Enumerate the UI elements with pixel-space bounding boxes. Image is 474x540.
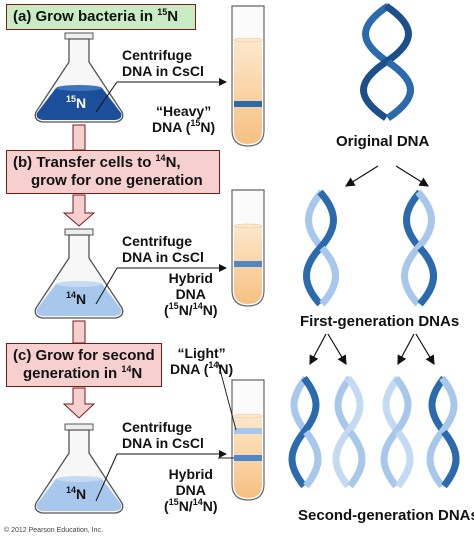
replication-arrow-2b: [327, 333, 347, 366]
second-gen-helix-2: [332, 375, 366, 489]
second-gen-helix-1: [288, 375, 322, 489]
step-c-box: (c) Grow for second generation in 14N: [6, 343, 162, 387]
copyright-text: © 2012 Pearson Education, Inc.: [4, 527, 103, 534]
step-c-label: (c) Grow for second: [13, 347, 155, 364]
flask-2-label: 14N: [66, 290, 87, 308]
second-gen-helix-4: [426, 375, 460, 489]
tube-heavy: [231, 5, 265, 147]
tube-hybrid: [231, 189, 265, 307]
transfer-arrow-2: [62, 194, 96, 227]
step-a-label: (a) Grow bacteria in: [13, 8, 158, 25]
second-gen-helix-3: [380, 375, 414, 489]
first-gen-helix-left: [303, 189, 339, 307]
centrifuge-arrow-1: [95, 78, 227, 113]
tube-second-generation: [231, 379, 265, 501]
step-a-sup: 15: [157, 7, 168, 17]
original-dna-label: Original DNA: [336, 133, 430, 150]
original-dna-helix: [360, 3, 414, 121]
replication-arrow-2d: [415, 333, 435, 366]
step-b-line2: grow for one generation: [31, 172, 203, 189]
flask-15n: [34, 32, 124, 123]
heavy-dna-label: “Heavy” DNA (15N): [152, 103, 216, 135]
first-gen-helix-right: [401, 189, 437, 307]
step-c-line2a: generation in: [23, 365, 122, 382]
step-a-rest: N: [167, 8, 179, 25]
centrifuge-arrow-2: [95, 264, 227, 305]
centrifuge-arrow-3: [95, 450, 227, 502]
light-dna-label: “Light” DNA (14N): [170, 345, 234, 377]
step-c-rest: N: [131, 365, 143, 382]
replication-arrow-right: [395, 165, 430, 187]
flask-1-label: 15N: [66, 94, 87, 112]
hybrid-dna-label-1: Hybrid DNA (15N/14N): [164, 270, 218, 318]
step-c-sup: 14: [121, 364, 132, 374]
step-b-label: (b) Transfer cells to: [13, 154, 156, 171]
light-band-pointer: [217, 361, 237, 431]
step-a-box: (a) Grow bacteria in 15N: [6, 4, 196, 30]
replication-arrow-2a: [309, 333, 327, 366]
flask-14n-first: [34, 228, 124, 319]
hybrid-dna-label-2: Hybrid DNA (15N/14N): [164, 466, 218, 514]
transfer-arrow-1: [72, 124, 86, 151]
flask-14n-second: [34, 423, 124, 514]
first-generation-label: First-generation DNAs: [300, 313, 460, 330]
step-b-sup: 14: [155, 153, 166, 163]
step-b-rest: N,: [165, 154, 181, 171]
replication-arrow-left: [344, 165, 379, 187]
transfer-arrow-4: [62, 387, 96, 419]
second-generation-label: Second-generation DNAs: [298, 507, 474, 524]
replication-arrow-2c: [397, 333, 415, 366]
flask-3-label: 14N: [66, 485, 87, 503]
transfer-arrow-3: [72, 320, 86, 344]
step-b-box: (b) Transfer cells to 14N, grow for one …: [6, 150, 220, 194]
